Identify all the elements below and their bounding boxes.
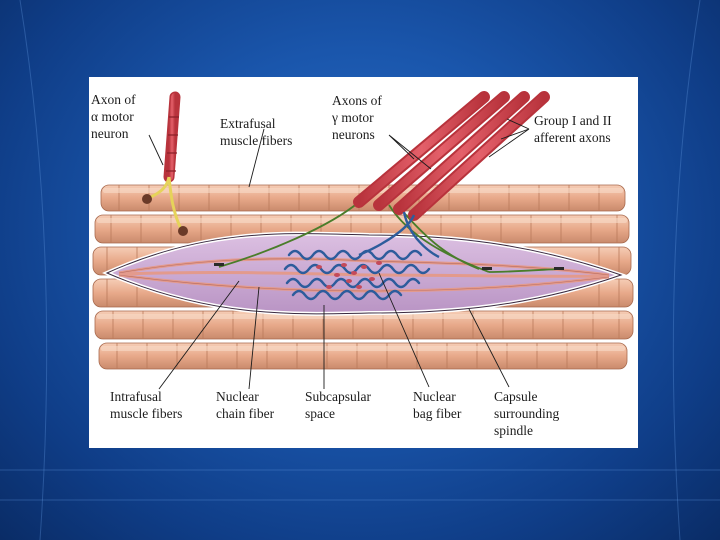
muscle-spindle-diagram (92, 91, 634, 390)
label-extrafusal: Extrafusal muscle fibers (220, 116, 293, 148)
muscle-spindle-figure: Axon of α motor neuron Extrafusal muscle… (89, 77, 638, 448)
alpha-motor-axon (142, 91, 188, 236)
label-intrafusal: Intrafusal muscle fibers (110, 389, 183, 421)
label-alpha-axon: Axon of α motor neuron (91, 92, 136, 141)
label-nuclear-chain: Nuclear chain fiber (216, 389, 275, 421)
motor-endplates (214, 263, 564, 270)
label-gamma-axons: Axons of γ motor neurons (332, 93, 382, 142)
label-capsule: Capsule surrounding spindle (494, 389, 560, 438)
label-subcapsular: Subcapsular space (305, 389, 371, 421)
label-nuclear-bag: Nuclear bag fiber (413, 389, 462, 421)
leader-lines (148, 118, 530, 390)
nuclear-region (283, 249, 431, 301)
gamma-and-afferent-axons (353, 91, 550, 259)
gamma-motor-endings (218, 201, 560, 273)
nuclei (316, 261, 382, 289)
label-afferent: Group I and II afferent axons (534, 113, 612, 145)
